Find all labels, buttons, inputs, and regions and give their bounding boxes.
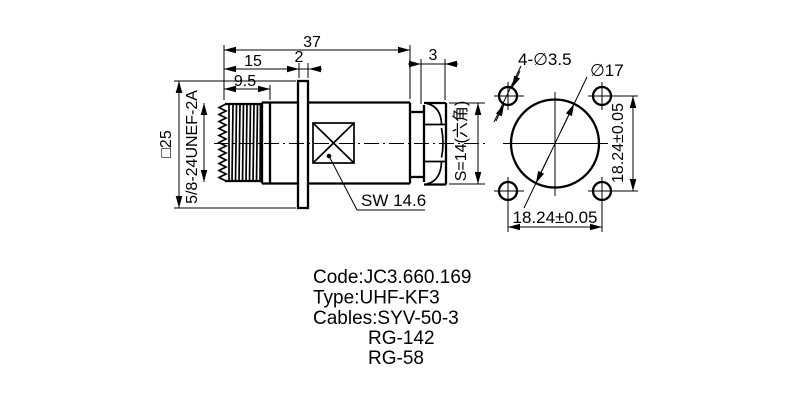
dimension-labels: 37 15 2 9.5 3 □25 5/8-24UNEF-2A S=14(六角)… [158,34,627,227]
code-line: Code:JC3.660.169 [313,267,471,288]
thread-lines [228,103,262,182]
hole-count-dia-label: 4-∅3.5 [518,50,572,69]
dim-37: 37 [303,34,321,51]
hex-size-label: S=14(六角) [452,101,470,181]
flange-circle-dia-label: ∅17 [590,61,624,80]
wrench-size-label: SW 14.6 [361,191,426,210]
type-line: Type:UHF-KF3 [313,288,440,309]
dim-9-5: 9.5 [234,73,256,90]
cables-line: Cables:SYV-50-3 [313,308,459,329]
dim-3: 3 [429,47,438,64]
info-block: Code:JC3.660.169 Type:UHF-KF3 Cables:SYV… [313,267,471,369]
dim-2: 2 [295,49,304,66]
hole-pitch-vertical: 18.24±0.05 [610,103,627,183]
hole-pitch-horizontal: 18.24±0.05 [513,208,598,227]
dim-square-25: □25 [158,130,175,158]
side-view-outline [217,79,448,210]
dim-15: 15 [244,53,262,70]
cable-2-line: RG-142 [368,328,435,349]
hole-crosshairs [494,82,616,205]
dimension-lines-front [493,65,638,232]
thread-spec-label: 5/8-24UNEF-2A [184,90,201,204]
dimension-lines-side [175,46,482,208]
cable-3-line: RG-58 [368,348,424,369]
front-view-outline [494,82,616,205]
